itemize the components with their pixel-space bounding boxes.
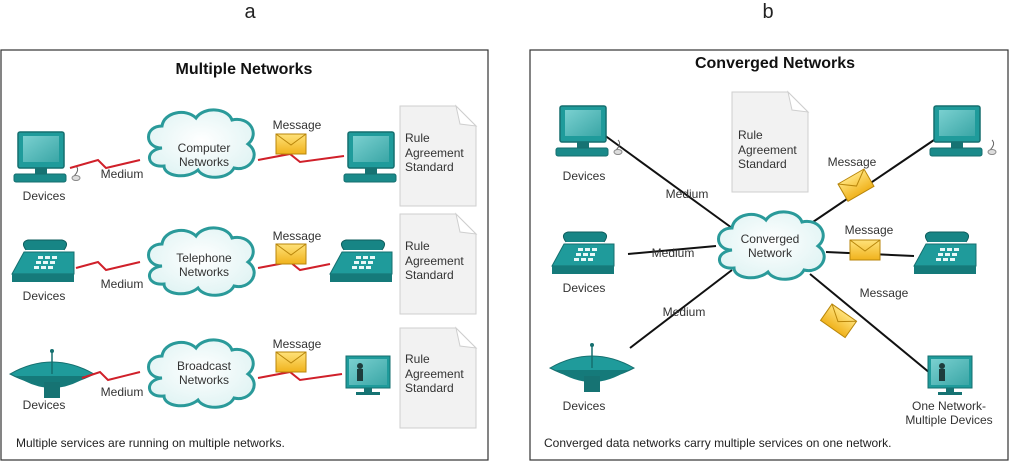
- devices-label: Devices: [563, 399, 606, 413]
- message-label: Message: [860, 286, 909, 300]
- row-telephone-networks: Devices Medium Telephone Networks Messag…: [11, 213, 477, 315]
- envelope-icon: [275, 243, 307, 265]
- medium-zigzag: [75, 260, 141, 272]
- cloud-label-line2: Network: [748, 246, 793, 260]
- cloud-label-line2: Networks: [179, 155, 229, 169]
- devices-label: Devices: [23, 398, 66, 412]
- doc-line-rule: Rule: [405, 131, 430, 145]
- panel-multiple-networks: Multiple Networks Devices Medium Compute…: [0, 49, 489, 461]
- devices-label: Devices: [23, 189, 66, 203]
- doc-line-agreement: Agreement: [405, 254, 464, 268]
- one-network-label-line1: One Network-: [912, 399, 986, 413]
- medium-label: Medium: [101, 385, 144, 399]
- devices-label: Devices: [563, 281, 606, 295]
- medium-label: Medium: [666, 187, 709, 201]
- doc-line-standard: Standard: [738, 157, 787, 171]
- panel-a-letter: a: [244, 1, 256, 23]
- cloud-label-line2: Networks: [179, 265, 229, 279]
- document-icon: [731, 91, 809, 193]
- doc-line-rule: Rule: [405, 239, 430, 253]
- medium-zigzag: [69, 158, 141, 170]
- medium-label: Medium: [663, 305, 706, 319]
- medium-zigzag: [257, 260, 331, 272]
- doc-line-agreement: Agreement: [405, 367, 464, 381]
- panel-a-caption: Multiple services are running on multipl…: [16, 436, 285, 450]
- message-label: Message: [273, 118, 322, 132]
- envelope-icon: [849, 239, 881, 261]
- medium-zigzag: [257, 152, 345, 164]
- medium-zigzag: [81, 370, 141, 382]
- devices-label: Devices: [23, 289, 66, 303]
- cloud-label-line1: Computer: [178, 141, 231, 155]
- panel-b-caption: Converged data networks carry multiple s…: [544, 436, 892, 450]
- row-broadcast-networks: Devices Medium Broadcast Networks Messag…: [9, 327, 477, 429]
- medium-label: Medium: [101, 277, 144, 291]
- doc-line-rule: Rule: [405, 352, 430, 366]
- doc-line-standard: Standard: [405, 268, 454, 282]
- one-network-label-line2: Multiple Devices: [905, 413, 992, 427]
- doc-line-standard: Standard: [405, 381, 454, 395]
- panel-b-title: Converged Networks: [695, 55, 855, 72]
- message-label: Message: [273, 337, 322, 351]
- envelope-icon: [275, 133, 307, 155]
- doc-line-agreement: Agreement: [738, 143, 797, 157]
- cloud-label-line1: Broadcast: [177, 359, 232, 373]
- doc-line-standard: Standard: [405, 160, 454, 174]
- doc-line-rule: Rule: [738, 128, 763, 142]
- message-label: Message: [828, 155, 877, 169]
- doc-line-agreement: Agreement: [405, 146, 464, 160]
- medium-zigzag: [257, 370, 343, 382]
- message-label: Message: [273, 229, 322, 243]
- medium-label: Medium: [101, 167, 144, 181]
- cloud-label-line1: Converged: [741, 232, 800, 246]
- cloud-label-line2: Networks: [179, 373, 229, 387]
- row-computer-networks: Devices Medium Computer Networks Message…: [13, 105, 477, 207]
- panel-a-title: Multiple Networks: [176, 61, 313, 78]
- panel-converged-networks: Converged Networks Rule Agreement Standa…: [529, 49, 1009, 461]
- devices-label: Devices: [563, 169, 606, 183]
- panel-b-letter: b: [762, 1, 773, 23]
- medium-label: Medium: [652, 246, 695, 260]
- message-label: Message: [845, 223, 894, 237]
- envelope-icon: [275, 351, 307, 373]
- cloud-label-line1: Telephone: [176, 251, 232, 265]
